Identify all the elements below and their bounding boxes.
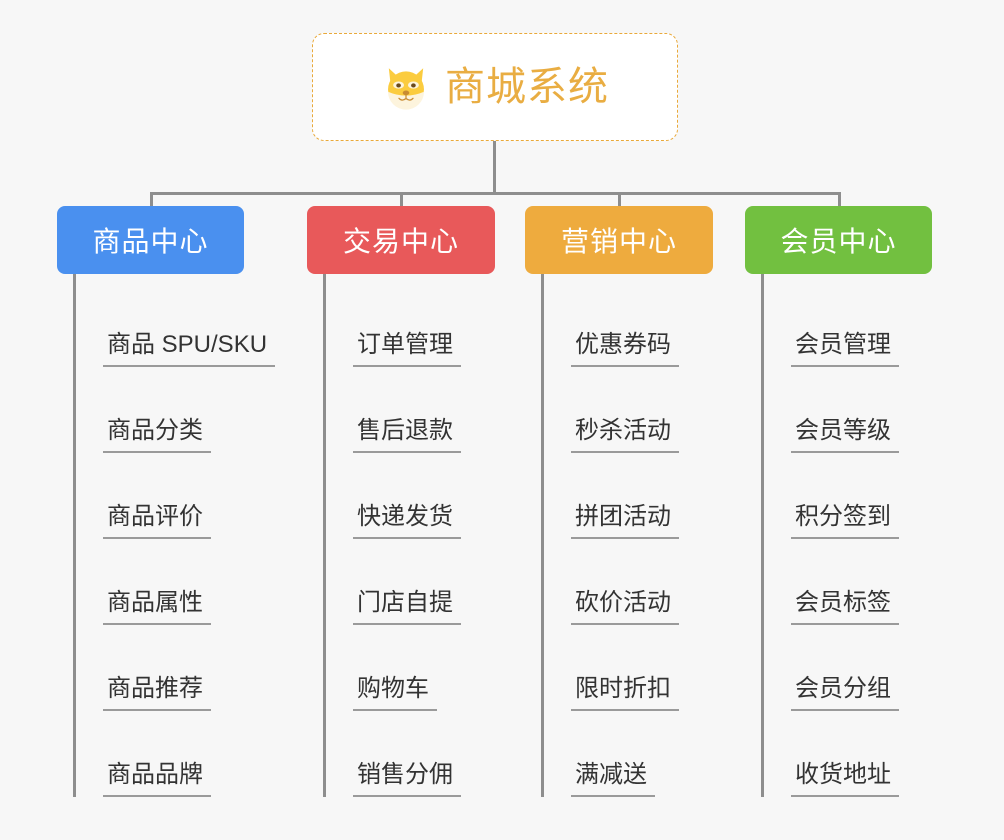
list-item-label: 满减送 [571, 760, 655, 797]
list-item-label: 购物车 [353, 674, 437, 711]
list-item-label: 砍价活动 [571, 588, 679, 625]
list-item-label: 限时折扣 [571, 674, 679, 711]
list-item[interactable]: 会员管理 [764, 281, 932, 367]
category-header-trade[interactable]: 交易中心 [307, 206, 495, 274]
list-item-label: 商品分类 [103, 416, 211, 453]
list-item-label: 销售分佣 [353, 760, 461, 797]
list-item[interactable]: 会员分组 [764, 625, 932, 711]
list-item-label: 门店自提 [353, 588, 461, 625]
list-item[interactable]: 优惠券码 [544, 281, 713, 367]
list-item-label: 商品评价 [103, 502, 211, 539]
list-item[interactable]: 满减送 [544, 711, 713, 797]
list-item-label: 快递发货 [353, 502, 461, 539]
category-header-member[interactable]: 会员中心 [745, 206, 932, 274]
category-children-member: 会员管理 会员等级 积分签到 会员标签 会员分组 收货地址 [761, 274, 932, 797]
category-header-label: 会员中心 [780, 226, 897, 257]
list-item-label: 收货地址 [791, 760, 899, 797]
category-column-trade: 交易中心 订单管理 售后退款 快递发货 门店自提 购物车 销售分佣 [307, 206, 495, 797]
root-node[interactable]: 商城系统 [312, 33, 678, 141]
category-children-marketing: 优惠券码 秒杀活动 拼团活动 砍价活动 限时折扣 满减送 [541, 274, 713, 797]
connector-root-stem [493, 141, 496, 195]
list-item-label: 秒杀活动 [571, 416, 679, 453]
category-header-label: 交易中心 [342, 226, 459, 257]
list-item[interactable]: 收货地址 [764, 711, 932, 797]
list-item[interactable]: 商品品牌 [76, 711, 275, 797]
category-column-marketing: 营销中心 优惠券码 秒杀活动 拼团活动 砍价活动 限时折扣 满减送 [525, 206, 713, 797]
list-item-label: 拼团活动 [571, 502, 679, 539]
category-children-product: 商品 SPU/SKU 商品分类 商品评价 商品属性 商品推荐 商品品牌 [73, 274, 276, 797]
list-item-label: 订单管理 [353, 330, 461, 367]
connector-drop-2 [400, 192, 403, 208]
list-item[interactable]: 售后退款 [326, 367, 495, 453]
list-item[interactable]: 购物车 [326, 625, 495, 711]
list-item[interactable]: 快递发货 [326, 453, 495, 539]
list-item-label: 会员等级 [791, 416, 899, 453]
list-item[interactable]: 会员等级 [764, 367, 932, 453]
list-item[interactable]: 商品 SPU/SKU [76, 281, 276, 367]
list-item-label: 会员管理 [791, 330, 899, 367]
list-item[interactable]: 商品推荐 [76, 625, 275, 711]
list-item[interactable]: 门店自提 [326, 539, 495, 625]
shiba-dog-icon [388, 68, 424, 110]
list-item-label: 商品推荐 [103, 674, 211, 711]
connector-horizontal-bus [150, 192, 841, 195]
list-item[interactable]: 会员标签 [764, 539, 932, 625]
list-item[interactable]: 秒杀活动 [544, 367, 713, 453]
list-item-label: 商品属性 [103, 588, 211, 625]
list-item-label: 售后退款 [353, 416, 461, 453]
list-item[interactable]: 限时折扣 [544, 625, 713, 711]
list-item[interactable]: 积分签到 [764, 453, 932, 539]
category-children-trade: 订单管理 售后退款 快递发货 门店自提 购物车 销售分佣 [323, 274, 495, 797]
category-header-marketing[interactable]: 营销中心 [525, 206, 713, 274]
connector-drop-1 [150, 192, 153, 208]
list-item-label: 优惠券码 [571, 330, 679, 367]
category-header-label: 商品中心 [92, 226, 209, 257]
category-header-product[interactable]: 商品中心 [57, 206, 244, 274]
root-title: 商城系统 [445, 65, 609, 109]
list-item-label: 会员分组 [791, 674, 899, 711]
list-item-label: 积分签到 [791, 502, 899, 539]
category-header-label: 营销中心 [560, 226, 677, 257]
list-item[interactable]: 订单管理 [326, 281, 495, 367]
list-item[interactable]: 商品评价 [76, 453, 275, 539]
list-item[interactable]: 商品属性 [76, 539, 275, 625]
list-item[interactable]: 砍价活动 [544, 539, 713, 625]
category-column-product: 商品中心 商品 SPU/SKU 商品分类 商品评价 商品属性 商品推荐 商品品牌 [57, 206, 276, 797]
list-item[interactable]: 销售分佣 [326, 711, 495, 797]
category-column-member: 会员中心 会员管理 会员等级 积分签到 会员标签 会员分组 收货地址 [745, 206, 932, 797]
list-item-label: 商品 SPU/SKU [103, 330, 276, 367]
list-item[interactable]: 商品分类 [76, 367, 275, 453]
list-item-label: 会员标签 [791, 588, 899, 625]
list-item-label: 商品品牌 [103, 760, 211, 797]
connector-drop-4 [838, 192, 841, 208]
connector-drop-3 [618, 192, 621, 208]
list-item[interactable]: 拼团活动 [544, 453, 713, 539]
